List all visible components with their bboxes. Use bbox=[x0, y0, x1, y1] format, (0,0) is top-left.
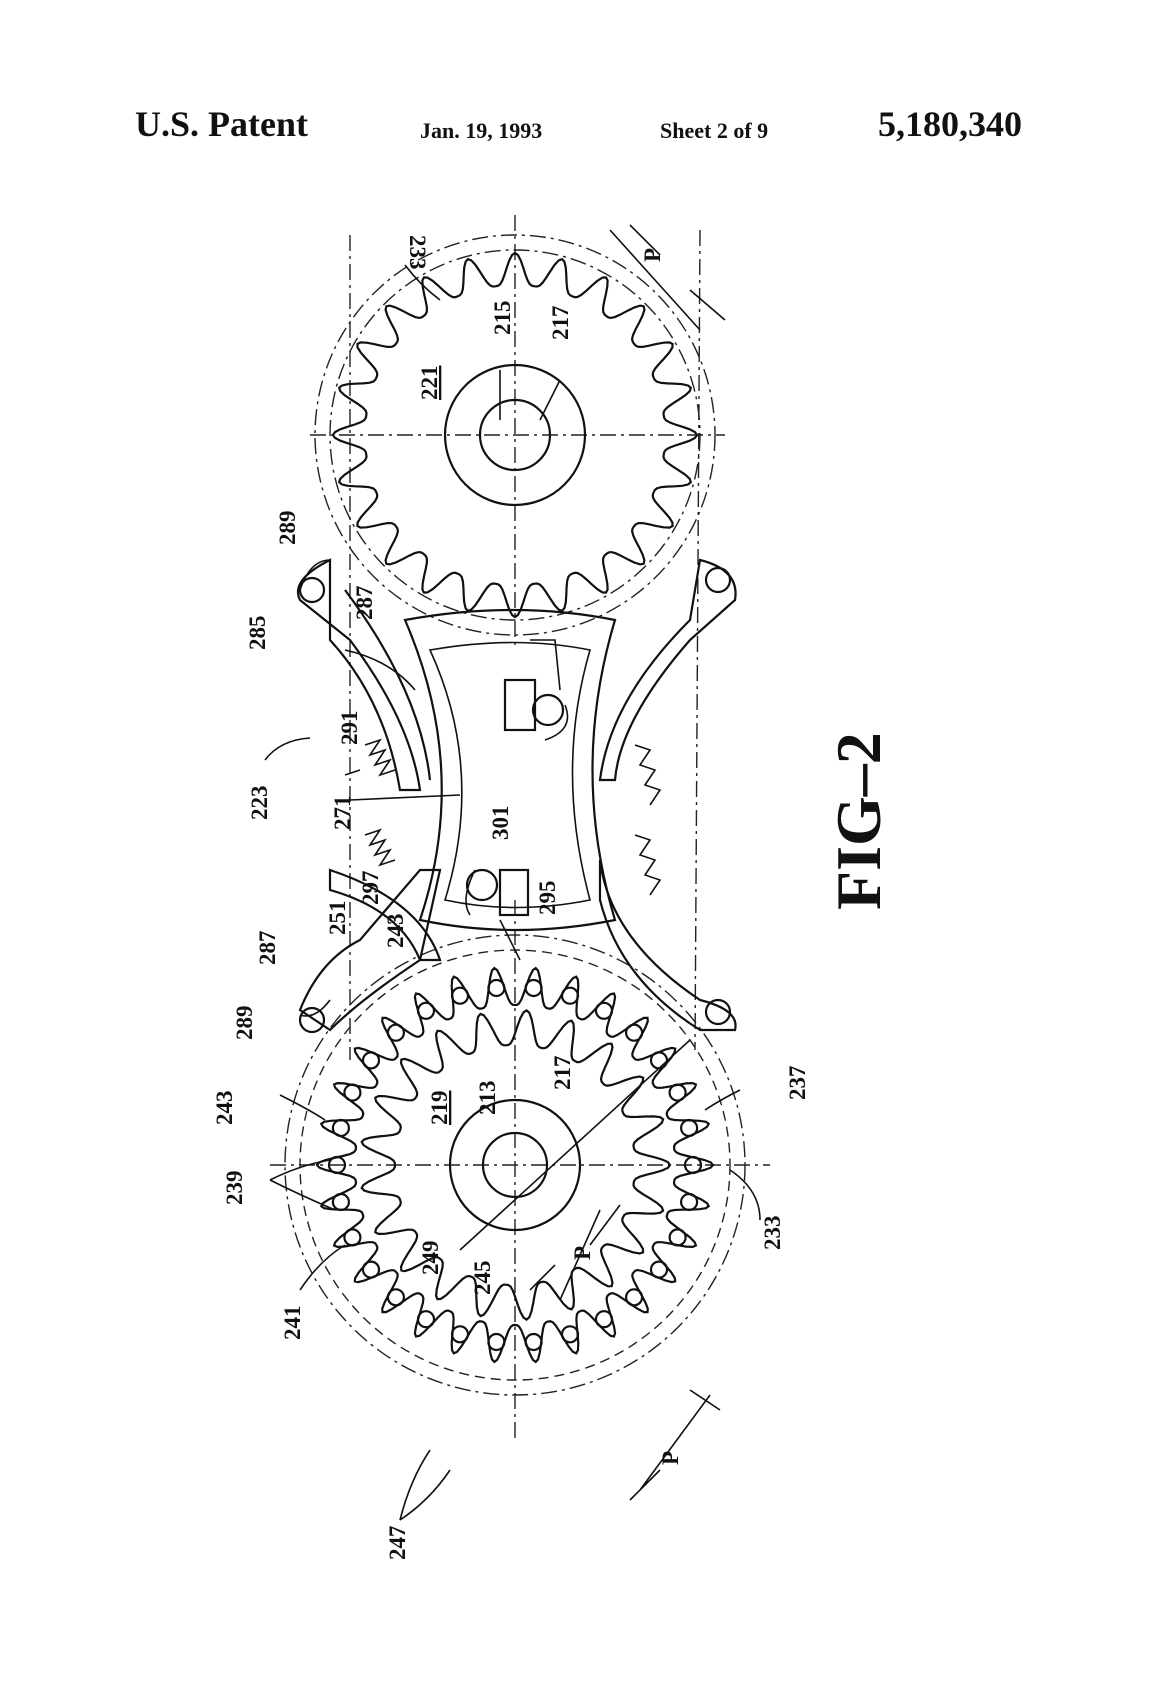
ref-237: 237 bbox=[785, 1066, 810, 1101]
ref-233-lower: 233 bbox=[760, 1216, 785, 1251]
latch-lower bbox=[466, 870, 528, 960]
ref-217-upper: 217 bbox=[548, 306, 573, 341]
ref-239: 239 bbox=[222, 1171, 247, 1206]
ref-215: 215 bbox=[490, 301, 515, 336]
ref-245: 245 bbox=[470, 1261, 495, 1296]
ref-271: 271 bbox=[330, 796, 355, 831]
ref-287-lower: 287 bbox=[255, 931, 280, 966]
ref-301: 301 bbox=[488, 806, 513, 841]
ref-251: 251 bbox=[325, 901, 350, 936]
ref-233-upper: 233 bbox=[405, 235, 430, 270]
ref-217-lower: 217 bbox=[550, 1056, 575, 1091]
ref-247: 247 bbox=[385, 1526, 410, 1561]
ref-219: 219 bbox=[427, 1091, 452, 1126]
ref-P-upper: P bbox=[640, 248, 665, 262]
tensioner-arm-right bbox=[600, 560, 736, 1030]
ref-213: 213 bbox=[475, 1081, 500, 1116]
ref-291: 291 bbox=[337, 711, 362, 746]
ref-295: 295 bbox=[535, 881, 560, 916]
ref-289-upper: 289 bbox=[275, 511, 300, 546]
ref-289-lower: 289 bbox=[232, 1006, 257, 1041]
figure-label: FIG–2 bbox=[823, 732, 894, 910]
ref-223: 223 bbox=[247, 786, 272, 821]
ref-P-middle: P bbox=[570, 1246, 595, 1260]
ref-243-upper: 243 bbox=[383, 914, 408, 949]
ref-221: 221 bbox=[417, 366, 442, 401]
ref-241: 241 bbox=[280, 1306, 305, 1341]
ref-249: 249 bbox=[418, 1241, 443, 1276]
ref-285: 285 bbox=[245, 616, 270, 651]
ref-287-upper: 287 bbox=[352, 586, 377, 621]
ref-P-lower: P bbox=[658, 1451, 683, 1465]
latch-upper bbox=[505, 640, 568, 740]
tensioner-arm-left bbox=[298, 560, 440, 1032]
ref-297: 297 bbox=[358, 871, 383, 906]
ref-243-lower: 243 bbox=[212, 1091, 237, 1126]
